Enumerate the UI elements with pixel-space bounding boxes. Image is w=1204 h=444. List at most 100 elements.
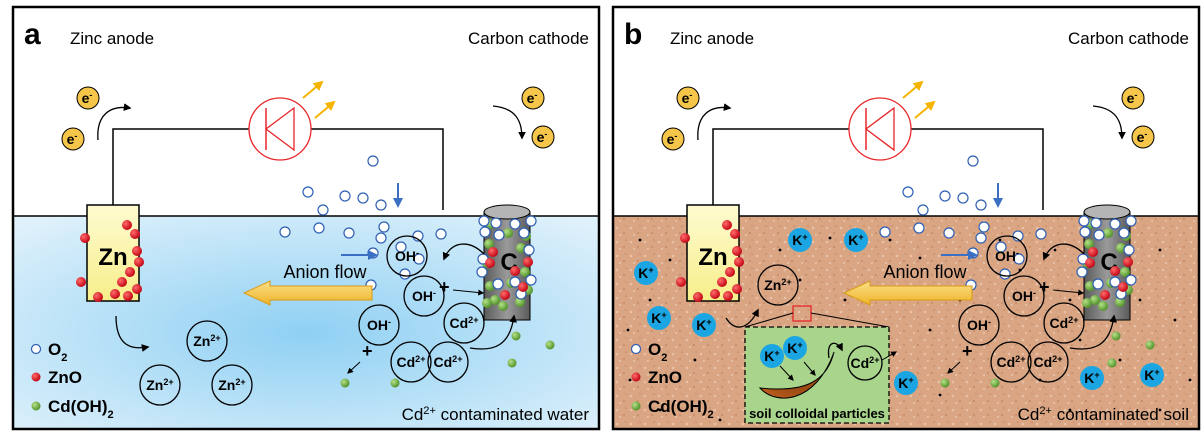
- soil-dot: [626, 328, 630, 332]
- led-circle: [248, 97, 312, 161]
- cdoh-particle: [1084, 239, 1094, 249]
- k-ion: [844, 228, 868, 252]
- soil-dot: [998, 238, 1002, 242]
- zno-particle: [1110, 266, 1120, 276]
- zno-particle: [510, 266, 520, 276]
- cdoh-particle: [507, 358, 517, 368]
- o2-bubble: [375, 199, 387, 211]
- oh-ion-circle: [958, 304, 1000, 346]
- zinc-anode: [86, 204, 140, 302]
- inset-box: [744, 326, 890, 424]
- o2-bubble: [978, 221, 990, 233]
- o2-bubble: [490, 217, 502, 229]
- o2-bubble: [317, 204, 329, 216]
- electron: [661, 127, 685, 151]
- cdoh-particle: [1082, 298, 1092, 308]
- led-triangle: [864, 106, 895, 152]
- o2-bubble: [279, 226, 291, 238]
- o2-bubble: [999, 268, 1011, 280]
- zn-ion-circle: [139, 364, 181, 406]
- o2-bubble: [339, 190, 351, 202]
- adsorption-arrow: [779, 365, 794, 381]
- electron-label: e-: [82, 90, 93, 106]
- oh-ion-label: OH-: [967, 317, 991, 333]
- cathode-label: Carbon cathode: [1068, 29, 1189, 48]
- electron: [61, 127, 85, 151]
- cd-migration-arrow: [469, 314, 518, 350]
- k-ion-label: K+: [848, 232, 863, 248]
- o2-bubble: [913, 222, 925, 234]
- electron-label: e-: [67, 131, 78, 147]
- release-arrow: [881, 351, 898, 361]
- oh-generation-arrow: [1042, 243, 1085, 261]
- cd-ion-inset-label: Cd2+: [850, 355, 879, 371]
- zn-ion-label: Zn2+: [764, 277, 791, 293]
- o2-bubble: [1013, 253, 1025, 265]
- led-circle: [848, 97, 912, 161]
- medium-caption: Cd2+ contaminated soil: [1018, 405, 1189, 424]
- k-ion-label: K+: [1144, 367, 1159, 383]
- soil-dot: [1188, 378, 1192, 382]
- oh-ion-label: OH-: [367, 317, 391, 333]
- panel-frame: [611, 5, 1201, 431]
- electron: [1131, 125, 1155, 149]
- zno-particle: [500, 290, 510, 300]
- medium-caption: Cd2+ contaminated water: [402, 405, 590, 424]
- electron-flow-arrow: [1092, 105, 1126, 140]
- zno-particle: [1118, 282, 1128, 292]
- o2-bubble: [917, 204, 929, 216]
- zno-particle: [518, 282, 528, 292]
- oh-ion-circle: [403, 275, 445, 317]
- legend-cdoh: Cd(OH)2: [648, 397, 714, 421]
- o2-bubble: [367, 247, 379, 259]
- k-ion: [783, 336, 807, 360]
- zno-particle: [710, 289, 720, 299]
- o2-bubble: [902, 186, 914, 198]
- plus-sign: +: [1039, 277, 1050, 297]
- soil-dot: [668, 258, 672, 262]
- electron-flow-arrow: [492, 105, 526, 140]
- electron: [521, 86, 545, 110]
- o2-bubble: [492, 278, 504, 290]
- zno-particle: [110, 289, 120, 299]
- k-ion-label: K+: [651, 310, 666, 326]
- o2-bubble: [523, 244, 535, 256]
- o2-bubble: [357, 192, 369, 204]
- o2-bubble: [313, 222, 325, 234]
- cd-ion-label: Cd2+: [449, 315, 478, 331]
- o2-bubble: [525, 274, 537, 286]
- k-ion-label: K+: [787, 340, 802, 356]
- light-arrow: [914, 100, 936, 119]
- zno-particle: [122, 220, 132, 230]
- zn-ion-circle: [757, 264, 799, 306]
- zno-particle: [631, 372, 641, 382]
- anion-flow-arrow: [242, 280, 373, 306]
- o2-bubble: [975, 232, 987, 244]
- zno-particle: [1100, 290, 1110, 300]
- soil-dot: [693, 358, 697, 362]
- carbon-top: [483, 204, 531, 220]
- cdoh-particle: [515, 297, 525, 307]
- oh-ion-label: OH-: [995, 248, 1019, 264]
- soil-dot: [1138, 298, 1142, 302]
- soil-dot: [798, 278, 802, 282]
- soil-dot: [778, 248, 782, 252]
- o2-bubble: [1076, 266, 1088, 278]
- k-ion-label: K+: [764, 348, 779, 364]
- legend-cdoh: Cd(OH)2: [48, 397, 114, 421]
- cdoh-particle: [490, 295, 500, 305]
- cdoh-particle: [1107, 358, 1117, 368]
- reaction-arrow: [452, 289, 485, 296]
- cathode-label: Carbon cathode: [468, 29, 589, 48]
- o2-bubble: [479, 226, 491, 238]
- cd-ion-label: Cd2+: [1049, 315, 1078, 331]
- zn-ion-label: Zn2+: [146, 377, 173, 393]
- k-ion: [647, 306, 671, 330]
- k-ion-label: K+: [638, 265, 653, 281]
- o2-bubble: [343, 227, 355, 239]
- o2-bubble: [967, 155, 979, 167]
- cdoh-particle: [1145, 340, 1155, 350]
- o2-bubble: [30, 343, 42, 355]
